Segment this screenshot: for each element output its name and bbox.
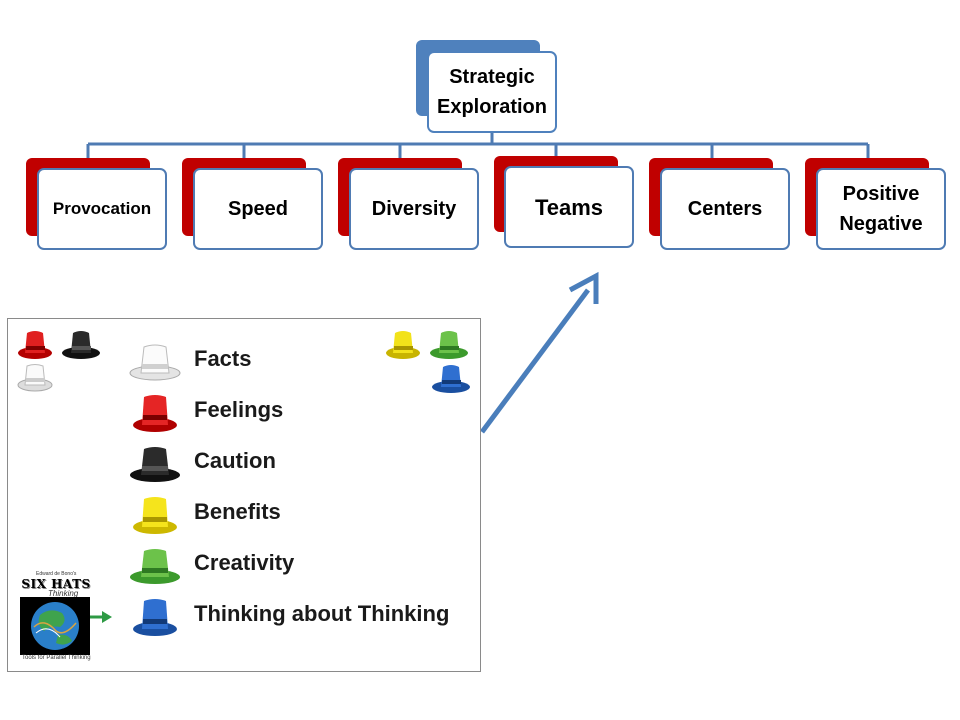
blue-hat-small-icon	[432, 365, 470, 393]
white-hat-icon	[129, 344, 181, 381]
centers-node: Centers	[660, 168, 790, 250]
speed-node: Speed	[193, 168, 323, 250]
diversity-node: Diversity	[349, 168, 479, 250]
diversity-label: Diversity	[371, 198, 457, 220]
logo-tagline: Tools for Parallel Thinking	[22, 655, 91, 661]
white-hat-small-icon	[17, 364, 53, 392]
hat-label-caution: Caution	[194, 448, 276, 473]
red-hat-icon	[133, 395, 177, 432]
centers-label: Centers	[687, 198, 763, 220]
hat-label-facts: Facts	[194, 346, 252, 371]
positive-negative-line2: Negative	[839, 213, 923, 235]
hat-label-thinking: Thinking about Thinking	[194, 601, 450, 626]
provocation-label: Provocation	[52, 199, 152, 219]
yellow-hat-icon	[133, 497, 177, 534]
positive-negative-node: Positive Negative	[816, 168, 946, 250]
hat-label-creativity: Creativity	[194, 550, 295, 575]
corner-hats-left	[17, 331, 100, 392]
logo-subtitle: Thinking	[48, 589, 79, 598]
black-hat-icon	[130, 447, 180, 482]
globe-icon	[20, 597, 112, 655]
pointer-arrow	[479, 271, 599, 434]
hat-list-icons	[129, 344, 181, 636]
green-hat-icon	[130, 549, 180, 584]
corner-hats-right	[386, 331, 470, 393]
root-line2: Exploration	[436, 96, 547, 118]
root-line1: Strategic	[449, 66, 535, 88]
yellow-hat-small-icon	[386, 331, 420, 359]
blue-hat-icon	[133, 599, 177, 636]
green-hat-small-icon	[430, 331, 468, 359]
teams-node: Teams	[504, 166, 634, 248]
logo-title: SIX HATS	[21, 577, 91, 591]
six-hats-panel: Facts Feelings Caution Benefits Creativi…	[7, 318, 481, 672]
hat-label-feelings: Feelings	[194, 397, 284, 422]
provocation-node: Provocation	[37, 168, 167, 250]
red-hat-small-icon	[18, 331, 52, 359]
six-hats-logo: Edward de Bono's SIX HATS Thinking Tools…	[18, 567, 112, 667]
hat-label-benefits: Benefits	[194, 499, 281, 524]
black-hat-small-icon	[62, 331, 100, 359]
speed-label: Speed	[227, 198, 289, 220]
root-node: Strategic Exploration	[427, 51, 557, 133]
teams-label: Teams	[534, 194, 604, 220]
positive-negative-line1: Positive	[842, 183, 920, 205]
logo-author: Edward de Bono's	[36, 571, 77, 577]
